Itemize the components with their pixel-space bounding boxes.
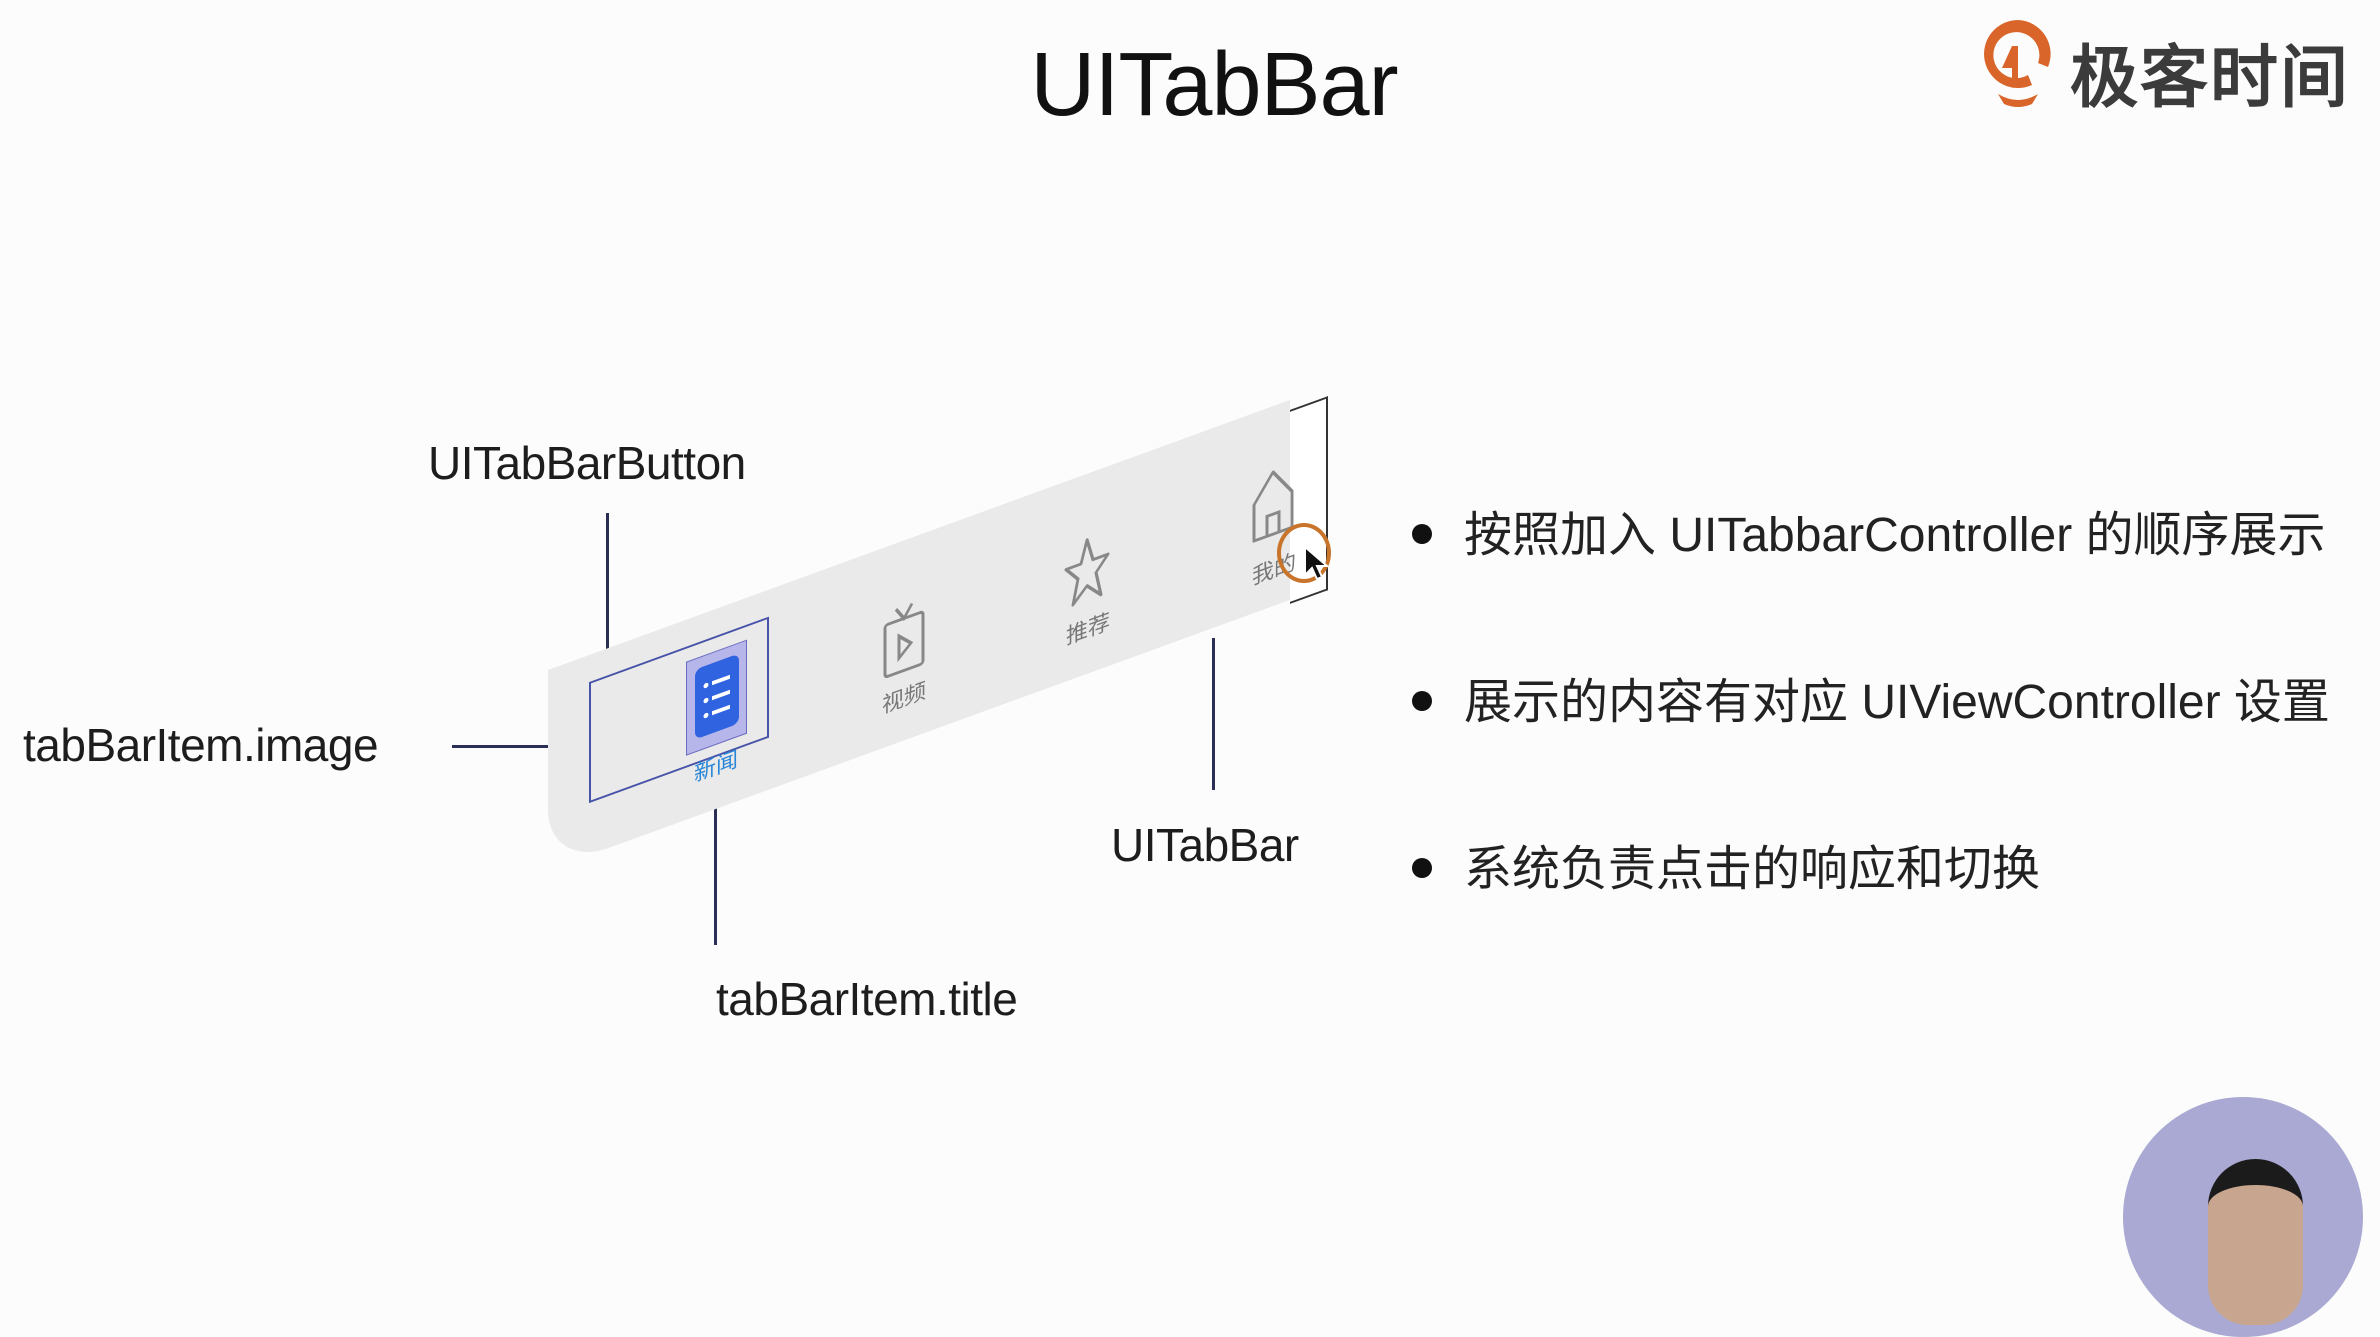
leader-line-button [606,513,609,671]
item-image-outline [686,639,747,756]
slide-title: UITabBar [1030,35,1398,135]
label-uitabbarbutton: UITabBarButton [428,437,746,489]
bullet-dot [1412,858,1432,879]
presenter-head [2208,1159,2303,1325]
tv-play-icon [883,603,925,679]
logo-text: 极客时间 [2070,40,2351,116]
tabbar-illustration: 新闻 视频 推荐 我的 [548,396,1328,870]
bullet-item: 系统负责点击的响应和切换 [1412,829,2040,899]
star-icon [1064,538,1110,607]
bullet-dot [1412,524,1432,545]
mouse-cursor-icon [1304,545,1329,581]
bullet-item: 展示的内容有对应 UIViewController 设置 [1412,662,2330,732]
logo-icon [1984,20,2051,107]
leader-line-title [714,789,717,945]
bullet-text: 系统负责点击的响应和切换 [1464,843,2041,896]
click-highlight-ring [1277,523,1331,583]
label-item-title: tabBarItem.title [716,973,1018,1025]
bullet-text: 按照加入 UITabbarController 的顺序展示 [1464,509,2326,562]
bullet-dot [1412,691,1432,712]
bullet-text: 展示的内容有对应 UIViewController 设置 [1464,676,2330,729]
presenter-video-avatar [2123,1097,2363,1337]
leader-line-tabbar [1212,638,1215,790]
label-uitabbar: UITabBar [1111,819,1299,871]
label-item-image: tabBarItem.image [23,719,379,771]
geektime-logo: 极客时间 [1978,16,2348,116]
list-icon [695,653,739,740]
house-icon [1252,470,1294,543]
bullet-item: 按照加入 UITabbarController 的顺序展示 [1412,495,2326,565]
